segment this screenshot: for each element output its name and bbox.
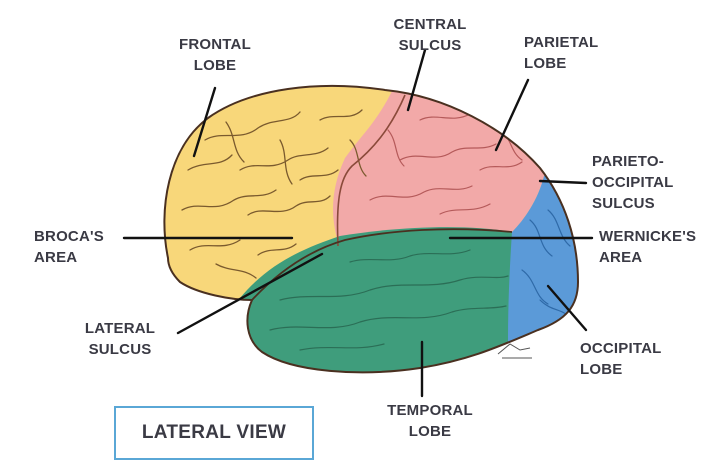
signature-mark xyxy=(498,344,532,358)
view-title: LATERAL VIEW xyxy=(142,422,286,444)
leader-parietal xyxy=(496,80,528,150)
view-title-box: LATERAL VIEW xyxy=(114,406,314,460)
